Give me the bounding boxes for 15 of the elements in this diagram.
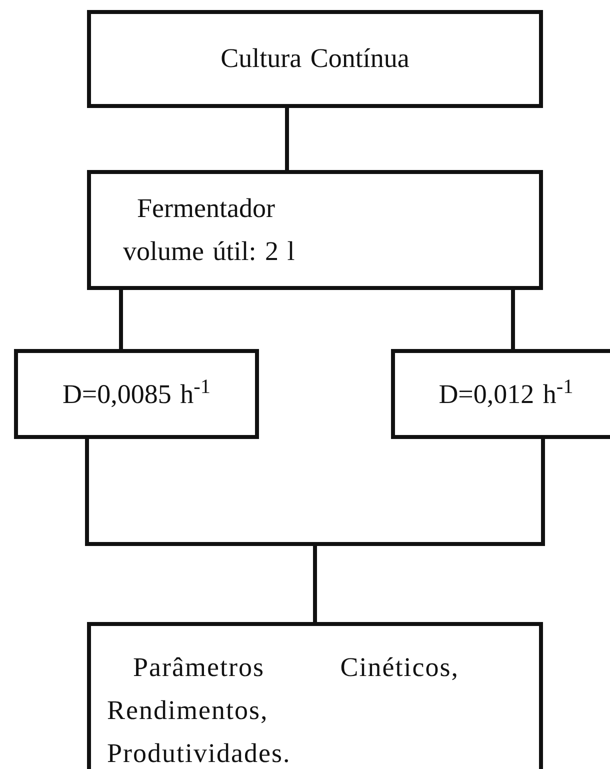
connector-line: [285, 108, 289, 170]
process-box: [14, 349, 259, 439]
process-box: [87, 170, 543, 290]
box-text: Parâmetros Cinéticos, Rendimentos, Produtividades.: [107, 651, 459, 769]
connector-line: [313, 439, 545, 622]
box-text: D=0,0085 h$^{-1}$: [62, 375, 211, 412]
connector-line: [119, 290, 123, 349]
box-text: Fermentador: [137, 192, 276, 225]
box-text: Cultura Contínua: [220, 42, 410, 76]
process-box: [87, 622, 543, 769]
connector-line: [511, 290, 515, 349]
box-text: volume útil: 2 l: [123, 235, 296, 268]
process-box: [391, 349, 610, 439]
box-text: D=0,012 h$^{-1}$: [438, 375, 574, 412]
process-box: [87, 10, 543, 108]
